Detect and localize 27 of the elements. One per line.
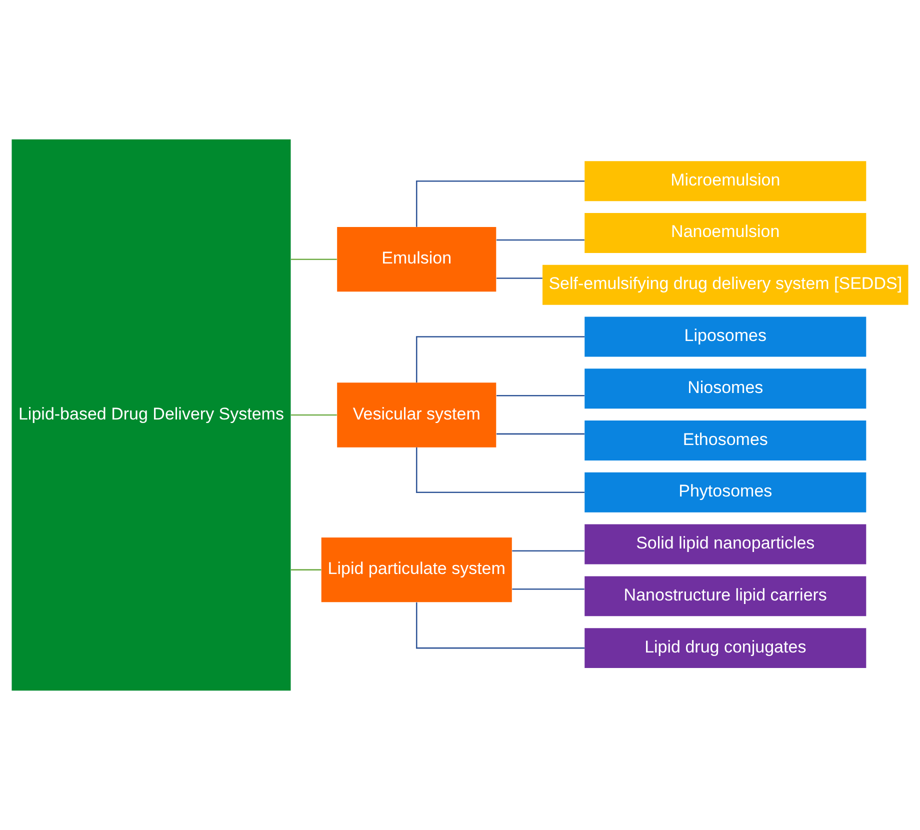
node-box: Nanostructure lipid carriers — [584, 576, 866, 616]
node-box: Emulsion — [337, 227, 496, 292]
node-box: Microemulsion — [584, 161, 866, 202]
connector — [512, 588, 584, 590]
connector — [496, 278, 542, 279]
connector — [496, 239, 584, 241]
connector — [290, 258, 337, 260]
node-box: Self-emulsifying drug delivery system [SEDDS] — [542, 264, 908, 305]
connector — [512, 550, 584, 552]
node-box: Phytosomes — [584, 472, 866, 512]
node-box: Ethosomes — [584, 420, 866, 460]
connector — [496, 433, 584, 435]
connector — [416, 336, 585, 382]
node-box: Vesicular system — [337, 382, 496, 448]
node-box: Solid lipid nanoparticles — [584, 524, 866, 564]
node-box: Niosomes — [584, 368, 866, 409]
connector — [416, 602, 585, 649]
node-box: Lipid particulate system — [321, 538, 512, 602]
connector — [416, 447, 585, 494]
node-box: Nanoemulsion — [584, 212, 866, 253]
node-box: Liposomes — [584, 316, 866, 357]
connector — [416, 180, 585, 227]
node-box: Lipid-based Drug Delivery Systems — [12, 139, 291, 691]
connector — [496, 395, 584, 396]
connector — [290, 569, 322, 570]
node-box: Lipid drug conjugates — [584, 628, 866, 668]
connector — [290, 414, 337, 416]
